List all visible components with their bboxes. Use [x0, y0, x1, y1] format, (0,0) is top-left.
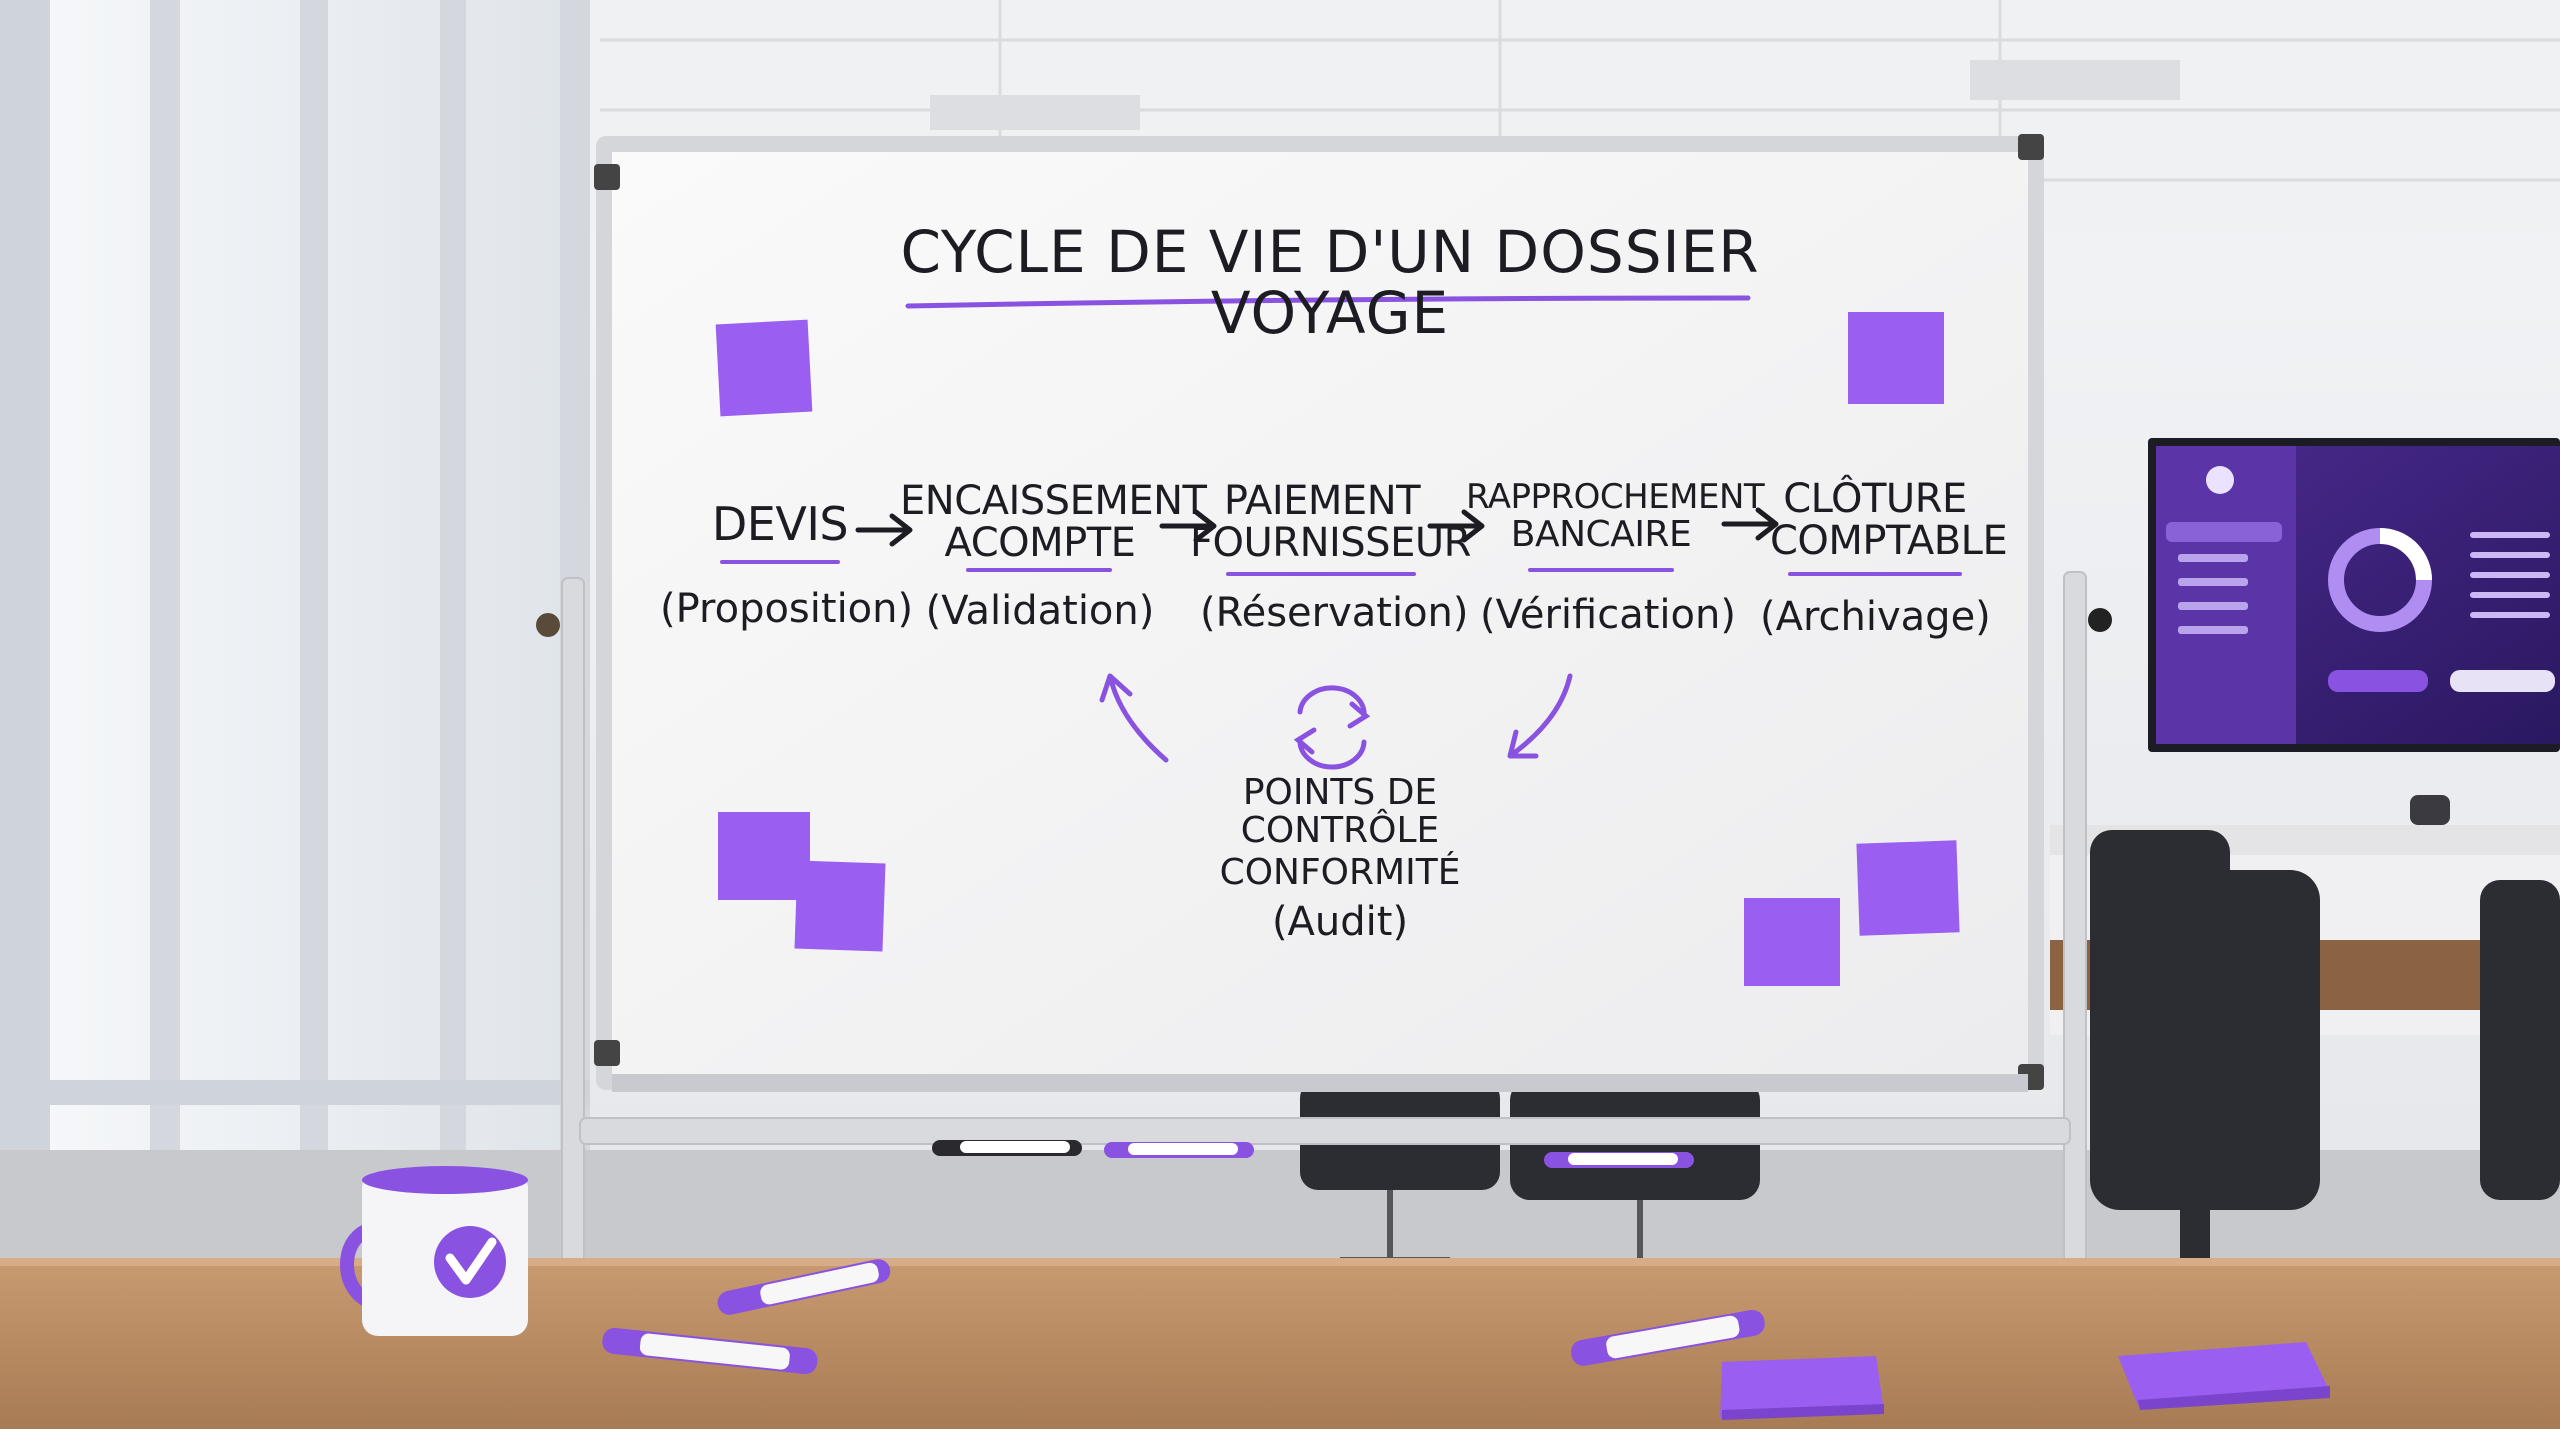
- chair: [2080, 830, 2320, 1305]
- stage-sub: (Validation): [925, 588, 1155, 634]
- stage-name: DEVIS: [711, 497, 849, 551]
- stage-sub: (Vérification): [1480, 592, 1736, 638]
- brand-check-icon: [434, 1226, 506, 1298]
- whiteboard-stand: [561, 571, 2087, 1308]
- stage-name: RAPPROCHEMENT: [1466, 477, 1765, 517]
- stage-devis: DEVIS: [680, 497, 880, 551]
- control-line1: POINTS DE CONTRÔLE: [1240, 772, 1440, 851]
- curved-arrow-icon: [1099, 673, 1573, 763]
- arrow-right-icon: [855, 507, 1779, 547]
- windows: [0, 0, 590, 1200]
- stage-cloture: CLÔTURE COMPTABLE: [1770, 476, 2008, 564]
- stage-name: COMPTABLE: [1770, 518, 2008, 564]
- stage-encaissement: ENCAISSEMENT ACOMPTE: [900, 478, 1207, 566]
- control-line2: CONFORMITÉ: [1219, 851, 1461, 893]
- stage-sub: (Archivage): [1760, 594, 1991, 640]
- stage-name: BANCAIRE: [1510, 513, 1692, 555]
- control-sub: (Audit): [1271, 899, 1409, 946]
- wall-tv: [2148, 438, 2560, 752]
- whiteboard-title: CYCLE DE VIE D'UN DOSSIER VOYAGE: [900, 218, 1760, 347]
- table-markers: [602, 1259, 1765, 1375]
- mug: [340, 1166, 528, 1336]
- cycle-arrows-icon: [1293, 685, 1371, 770]
- sticky-notes: [715, 312, 1960, 986]
- markers: [932, 1140, 1694, 1168]
- control-point: POINTS DE CONTRÔLE CONFORMITÉ (Audit): [1150, 772, 1530, 946]
- stage-rapprochement: RAPPROCHEMENT BANCAIRE: [1466, 477, 1765, 555]
- stage-name: ACOMPTE: [944, 520, 1136, 566]
- stage-sub: (Proposition): [660, 586, 914, 632]
- stage-name: FOURNISSEUR: [1190, 520, 1471, 566]
- sticky-pads: [1720, 1342, 2330, 1420]
- stage-name: ENCAISSEMENT: [900, 478, 1207, 524]
- stage-sub: (Réservation): [1200, 590, 1469, 636]
- stage-name: CLÔTURE: [1783, 476, 1967, 522]
- stage-paiement: PAIEMENT FOURNISSEUR: [1190, 478, 1471, 566]
- stage-name: PAIEMENT: [1223, 478, 1421, 524]
